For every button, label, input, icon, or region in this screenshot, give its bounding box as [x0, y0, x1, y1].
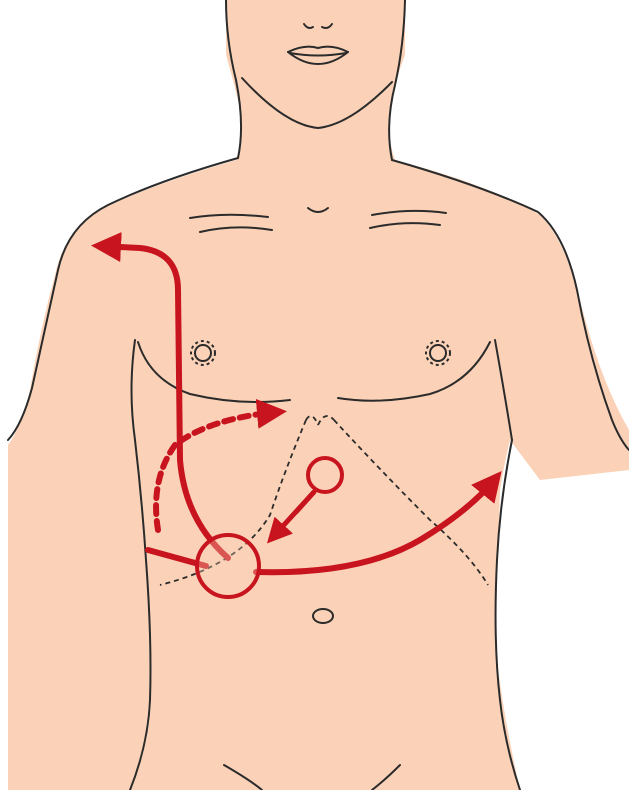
torso-silhouette [8, 0, 629, 790]
circle-ring-icon [197, 535, 259, 597]
small-circle-ring-icon [308, 458, 342, 492]
